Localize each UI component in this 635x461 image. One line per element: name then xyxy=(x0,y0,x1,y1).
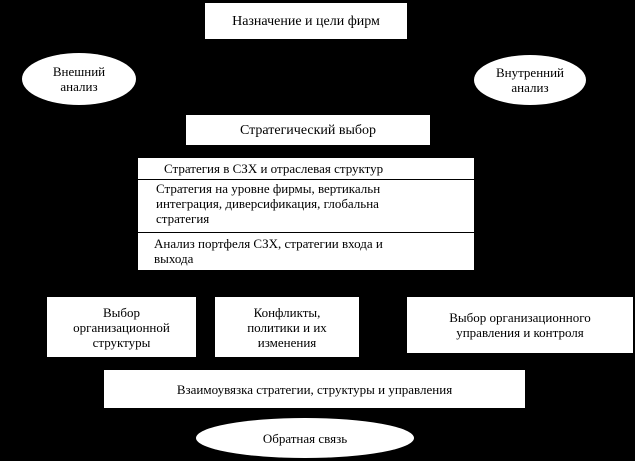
goals-label: Назначение и цели фирм xyxy=(232,13,380,29)
org-management-box: Выбор организационного управления и конт… xyxy=(407,297,633,353)
internal-analysis-ellipse: Внутренний анализ xyxy=(474,55,586,105)
conflicts-label: Конфликты, политики и их изменения xyxy=(247,304,327,350)
strategy-line-1: Стратегия в СЗХ и отраслевая структур xyxy=(164,161,384,176)
feedback-ellipse: Обратная связь xyxy=(196,418,414,458)
goals-box: Назначение и цели фирм xyxy=(205,3,407,39)
internal-analysis-label: Внутренний анализ xyxy=(495,65,565,95)
org-structure-box: Выбор организационной структуры xyxy=(47,297,196,357)
linkage-label: Взаимоувязка стратегии, структуры и упра… xyxy=(176,381,453,397)
org-structure-label: Выбор организационной структуры xyxy=(73,304,170,350)
strategy-levels-box: Стратегия в СЗХ и отраслевая структур Ст… xyxy=(138,158,474,270)
strategic-choice-box: Стратегический выбор xyxy=(186,115,430,145)
strategy-line-3: Анализ портфеля СЗХ, стратегии входа и в… xyxy=(154,236,383,266)
divider-1 xyxy=(138,179,474,180)
external-analysis-ellipse: Внешний анализ xyxy=(22,53,136,105)
external-analysis-label: Внешний анализ xyxy=(52,64,106,94)
divider-2 xyxy=(138,232,474,233)
org-management-label: Выбор организационного управления и конт… xyxy=(449,310,591,340)
strategy-line-2: Стратегия на уровне фирмы, вертикальн ин… xyxy=(156,181,381,226)
strategic-choice-label: Стратегический выбор xyxy=(239,122,377,138)
linkage-box: Взаимоувязка стратегии, структуры и упра… xyxy=(104,370,525,408)
conflicts-box: Конфликты, политики и их изменения xyxy=(215,297,359,357)
feedback-label: Обратная связь xyxy=(262,430,348,446)
